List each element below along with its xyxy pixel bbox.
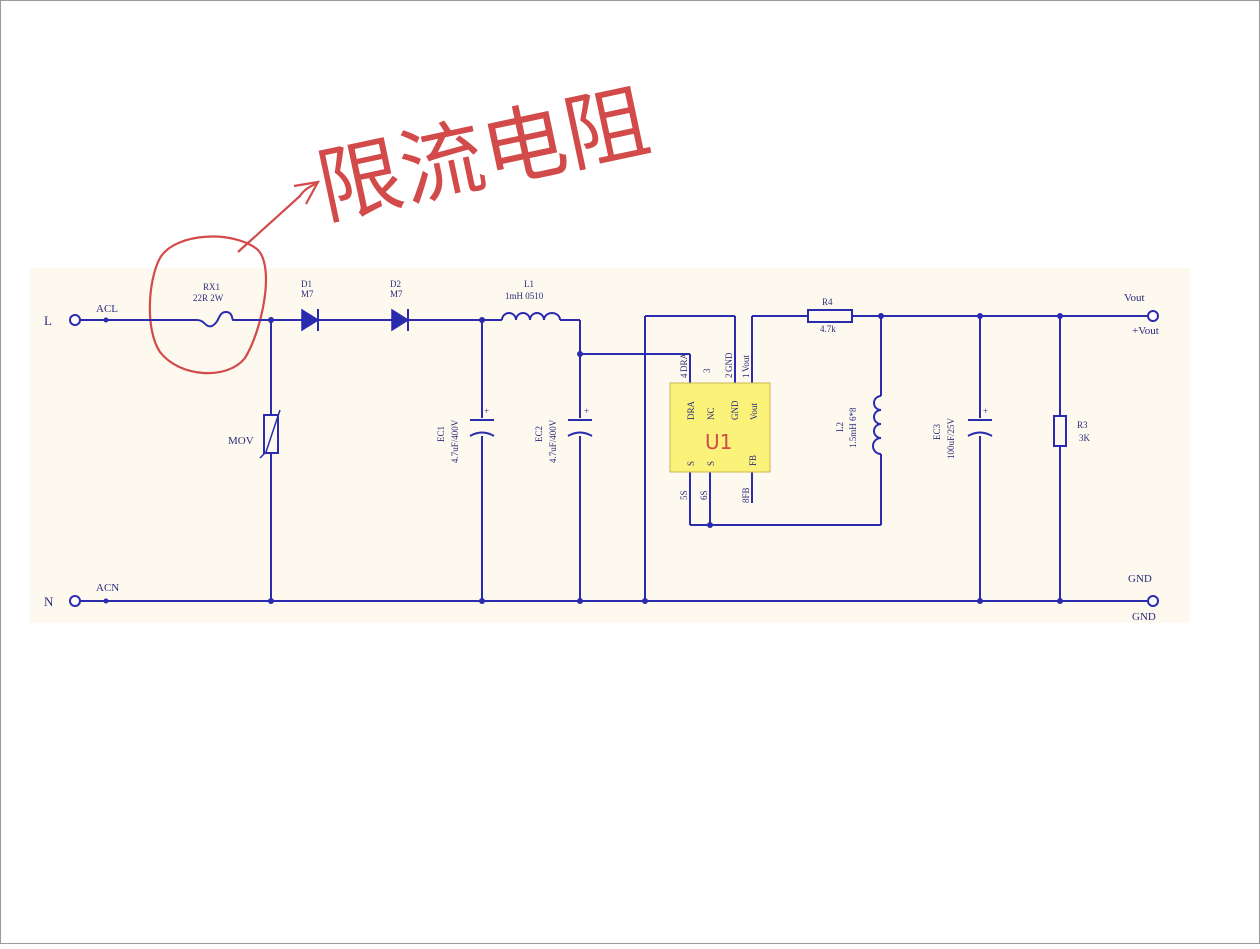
annotation-arrow-line bbox=[237, 181, 319, 253]
d1-ref: D1 bbox=[301, 279, 312, 289]
ec3-ref: EC3 bbox=[932, 423, 942, 440]
u1-pin3-number: 3 bbox=[702, 368, 712, 373]
u1-inner-fb: FB bbox=[748, 455, 758, 466]
d1-symbol bbox=[301, 308, 320, 332]
ec2-value: 4.7uF/400V bbox=[548, 419, 558, 463]
net-label-gnd: GND bbox=[1128, 573, 1152, 585]
u1-inner-gnd: GND bbox=[730, 400, 740, 420]
annotation-arrow-head bbox=[293, 180, 321, 205]
terminal-l-label: L bbox=[44, 313, 52, 328]
u1-inner-nc: NC bbox=[706, 407, 716, 420]
d2-value: M7 bbox=[390, 289, 403, 299]
u1-body bbox=[669, 382, 771, 473]
net-label-acn: ACN bbox=[96, 582, 119, 594]
sheet-background bbox=[30, 268, 1190, 623]
rx1-value: 22R 2W bbox=[193, 293, 224, 303]
net-label-vout: Vout bbox=[1124, 292, 1145, 304]
junction-dots bbox=[103, 313, 1063, 604]
r4-value: 4.7k bbox=[820, 324, 836, 334]
port-label-gnd: GND bbox=[1132, 611, 1156, 623]
u1-pin2-name: GND bbox=[724, 352, 734, 372]
u1-handwritten-label: U1 bbox=[705, 430, 732, 454]
l2-ref: L2 bbox=[835, 422, 845, 432]
ec1-symbol: + bbox=[469, 406, 495, 437]
u1-pin4-number: 4 bbox=[679, 373, 689, 378]
svg-text:+: + bbox=[584, 406, 589, 416]
u1-pin1-name: Vout bbox=[741, 355, 751, 372]
rx1-symbol bbox=[196, 310, 234, 328]
wires bbox=[80, 315, 1148, 602]
u1-inner-s2: S bbox=[706, 461, 716, 466]
svg-text:+: + bbox=[983, 406, 988, 416]
ec2-symbol: + bbox=[567, 406, 593, 437]
d2-ref: D2 bbox=[390, 279, 401, 289]
u1-pin5-label: 5S bbox=[679, 490, 689, 500]
u1-inner-dra: DRA bbox=[686, 400, 696, 420]
l2-value: 1.5mH 6*8 bbox=[848, 407, 858, 448]
rx1-ref: RX1 bbox=[203, 282, 220, 292]
terminal-vout bbox=[1147, 310, 1159, 322]
mov-ref: MOV bbox=[228, 435, 254, 447]
ec3-symbol: + bbox=[967, 406, 993, 437]
port-label-vout: +Vout bbox=[1132, 325, 1159, 337]
u1-inner-vout: Vout bbox=[749, 403, 759, 420]
u1-pin1-number: 1 bbox=[741, 374, 751, 379]
ec2-ref: EC2 bbox=[534, 426, 544, 442]
d1-value: M7 bbox=[301, 289, 314, 299]
l1-value: 1mH 0510 bbox=[505, 291, 544, 301]
ec3-value: 100uF/25V bbox=[946, 417, 956, 459]
svg-text:+: + bbox=[484, 406, 489, 416]
u1-pin8-label: 8FB bbox=[741, 487, 751, 503]
r3-ref: R3 bbox=[1077, 420, 1088, 430]
mov-symbol bbox=[259, 409, 281, 459]
terminal-l bbox=[69, 314, 81, 326]
terminal-n bbox=[69, 595, 81, 607]
u1-inner-s1: S bbox=[686, 461, 696, 466]
terminal-gnd bbox=[1147, 595, 1159, 607]
annotation-circle bbox=[148, 235, 267, 375]
r4-symbol bbox=[807, 309, 853, 323]
l2-symbol bbox=[872, 395, 882, 455]
annotation-text: 限流电阻 bbox=[309, 72, 658, 238]
u1-pin6-label: 6S bbox=[699, 490, 709, 500]
terminal-n-label: N bbox=[44, 594, 54, 609]
l1-ref: L1 bbox=[524, 279, 534, 289]
u1-pin2-number: 2 bbox=[724, 374, 734, 379]
r4-ref: R4 bbox=[822, 297, 833, 307]
ec1-value: 4.7uF/400V bbox=[450, 419, 460, 463]
ec1-ref: EC1 bbox=[436, 426, 446, 442]
d2-symbol bbox=[391, 308, 410, 332]
u1-pin4-name: DRA bbox=[679, 352, 689, 372]
r3-value: 3K bbox=[1079, 433, 1091, 443]
net-label-acl: ACL bbox=[96, 303, 118, 315]
r3-symbol bbox=[1053, 415, 1067, 447]
l1-symbol bbox=[501, 312, 561, 321]
